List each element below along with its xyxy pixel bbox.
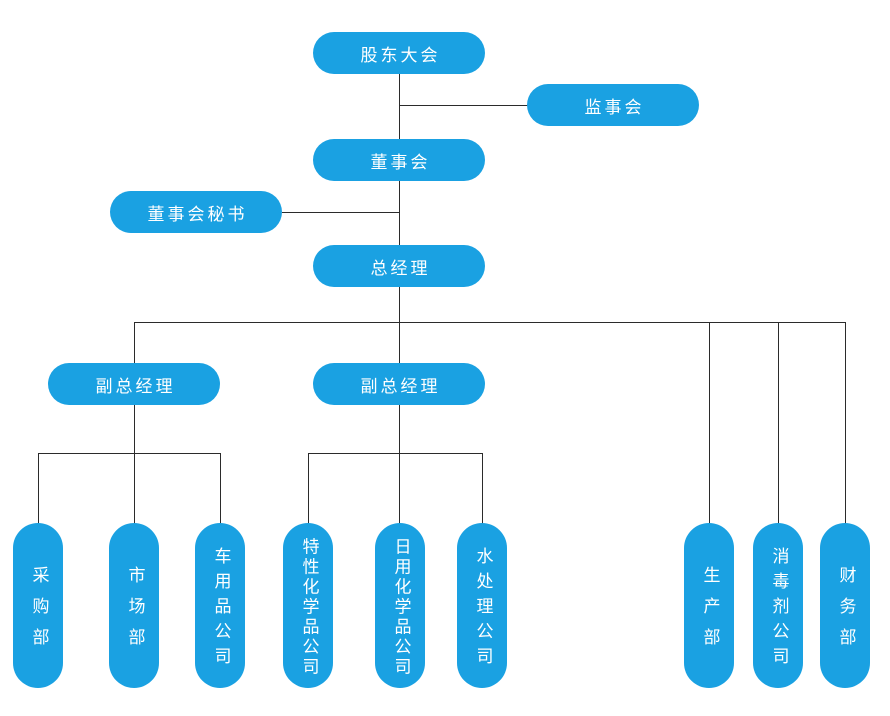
node-label: 股东大会	[360, 45, 441, 66]
node-label: 监事会	[584, 97, 645, 118]
connector-drop-purchasing	[38, 453, 39, 526]
connector-trunk-supervisory	[399, 105, 529, 106]
connector-dgm1-drop	[134, 405, 135, 453]
node-label: 副总经理	[95, 376, 176, 397]
connector-drop-daily-chem	[399, 453, 400, 526]
node-board-secretary: 董事会秘书	[110, 191, 282, 233]
node-water-treatment-company: 水处理公司	[457, 523, 507, 688]
node-marketing-dept: 市场部	[109, 523, 159, 688]
connector-dgm2-distribution	[308, 453, 482, 454]
node-car-products-company: 车用品公司	[195, 523, 245, 688]
node-general-manager: 总经理	[313, 245, 485, 287]
node-label: 车用品公司	[210, 547, 231, 672]
connector-dgm2-drop	[399, 405, 400, 453]
connector-drop-disinfectant	[778, 322, 779, 526]
node-supervisory-board: 监事会	[527, 84, 699, 126]
node-label: 消毒剂公司	[768, 547, 789, 672]
connector-drop-marketing	[134, 453, 135, 526]
connector-gm-drop	[399, 287, 400, 363]
connector-main-distribution	[134, 322, 845, 323]
node-daily-chemicals-company: 日用化学品公司	[375, 523, 425, 688]
node-finance-dept: 财务部	[820, 523, 870, 688]
connector-drop-finance	[845, 322, 846, 526]
connector-drop-specialty-chem	[308, 453, 309, 526]
connector-shareholders-board	[399, 74, 400, 139]
node-label: 市场部	[124, 566, 145, 659]
node-purchasing-dept: 采购部	[13, 523, 63, 688]
node-deputy-gm-2: 副总经理	[313, 363, 485, 405]
node-deputy-gm-1: 副总经理	[48, 363, 220, 405]
node-specialty-chemicals-company: 特性化学品公司	[283, 523, 333, 688]
node-label: 总经理	[370, 258, 431, 279]
node-disinfectant-company: 消毒剂公司	[753, 523, 803, 688]
connector-board-gm	[399, 181, 400, 245]
node-label: 生产部	[699, 566, 720, 659]
node-label: 董事会秘书	[147, 204, 248, 225]
node-board-of-directors: 董事会	[313, 139, 485, 181]
node-shareholders-meeting: 股东大会	[313, 32, 485, 74]
connector-drop-dgm1	[134, 322, 135, 363]
connector-drop-production	[709, 322, 710, 526]
connector-drop-car-products	[220, 453, 221, 526]
node-label: 日用化学品公司	[390, 537, 411, 677]
node-label: 副总经理	[360, 376, 441, 397]
connector-drop-water-treatment	[482, 453, 483, 526]
connector-dgm1-distribution	[38, 453, 220, 454]
node-label: 董事会	[370, 152, 431, 173]
node-label: 特性化学品公司	[298, 537, 319, 677]
connector-secretary-trunk	[282, 212, 399, 213]
node-label: 财务部	[835, 566, 856, 659]
node-label: 采购部	[28, 566, 49, 659]
node-label: 水处理公司	[472, 547, 493, 672]
node-production-dept: 生产部	[684, 523, 734, 688]
